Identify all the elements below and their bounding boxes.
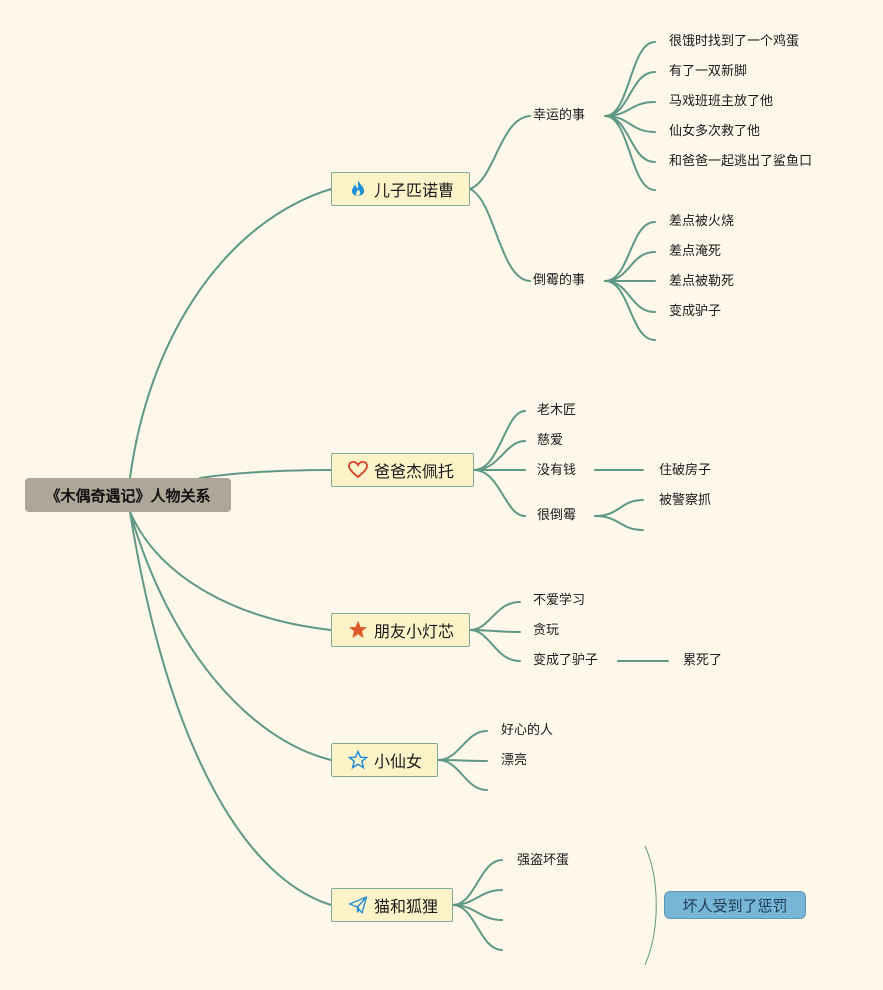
branch-label: 儿子匹诺曹 [374, 181, 455, 200]
list-item[interactable]: 有了一双新脚 [669, 64, 748, 79]
branch-label: 朋友小灯芯 [374, 622, 455, 641]
central-topic[interactable]: 《木偶奇遇记》人物关系 [25, 478, 231, 512]
branch-fairy[interactable]: 小仙女 [331, 743, 438, 777]
paper-plane-icon [348, 895, 368, 915]
topic-lucky[interactable]: 幸运的事 [533, 108, 586, 123]
list-item[interactable]: 没有钱 [537, 463, 577, 478]
summary-bracket [644, 845, 657, 966]
summary-topic[interactable]: 坏人受到了惩罚 [664, 891, 806, 919]
list-item[interactable]: 差点淹死 [669, 244, 722, 259]
list-item[interactable]: 不爱学习 [533, 593, 586, 608]
star-filled-icon [348, 620, 368, 640]
list-item[interactable]: 漂亮 [501, 753, 528, 768]
list-item[interactable]: 差点被勒死 [669, 274, 735, 289]
list-item[interactable]: 马戏班班主放了他 [669, 94, 774, 109]
branch-label: 小仙女 [374, 752, 423, 771]
topic-unlucky[interactable]: 倒霉的事 [533, 273, 586, 288]
list-item[interactable]: 被警察抓 [659, 493, 712, 508]
branch-geppetto[interactable]: 爸爸杰佩托 [331, 453, 474, 487]
branch-pinocchio[interactable]: 儿子匹诺曹 [331, 172, 470, 206]
branch-label: 猫和狐狸 [374, 897, 439, 916]
list-item[interactable]: 慈爱 [537, 433, 564, 448]
list-item[interactable]: 强盗坏蛋 [517, 853, 570, 868]
flame-icon [348, 179, 368, 199]
list-item[interactable]: 累死了 [683, 653, 723, 668]
list-item[interactable]: 变成了驴子 [533, 653, 599, 668]
branch-cat-fox[interactable]: 猫和狐狸 [331, 888, 453, 922]
star-outline-icon [347, 749, 369, 770]
list-item[interactable]: 住破房子 [659, 463, 712, 478]
list-item[interactable]: 很倒霉 [537, 508, 577, 523]
list-item[interactable]: 贪玩 [533, 623, 560, 638]
list-item[interactable]: 老木匠 [537, 403, 577, 418]
branch-label: 爸爸杰佩托 [374, 462, 455, 481]
heart-icon [348, 460, 368, 480]
list-item[interactable]: 和爸爸一起逃出了鲨鱼口 [669, 154, 813, 169]
list-item[interactable]: 变成驴子 [669, 304, 722, 319]
list-item[interactable]: 仙女多次救了他 [669, 124, 761, 139]
list-item[interactable]: 很饿时找到了一个鸡蛋 [669, 34, 800, 49]
list-item[interactable]: 差点被火烧 [669, 214, 735, 229]
branch-candlewick[interactable]: 朋友小灯芯 [331, 613, 470, 647]
list-item[interactable]: 好心的人 [501, 723, 554, 738]
